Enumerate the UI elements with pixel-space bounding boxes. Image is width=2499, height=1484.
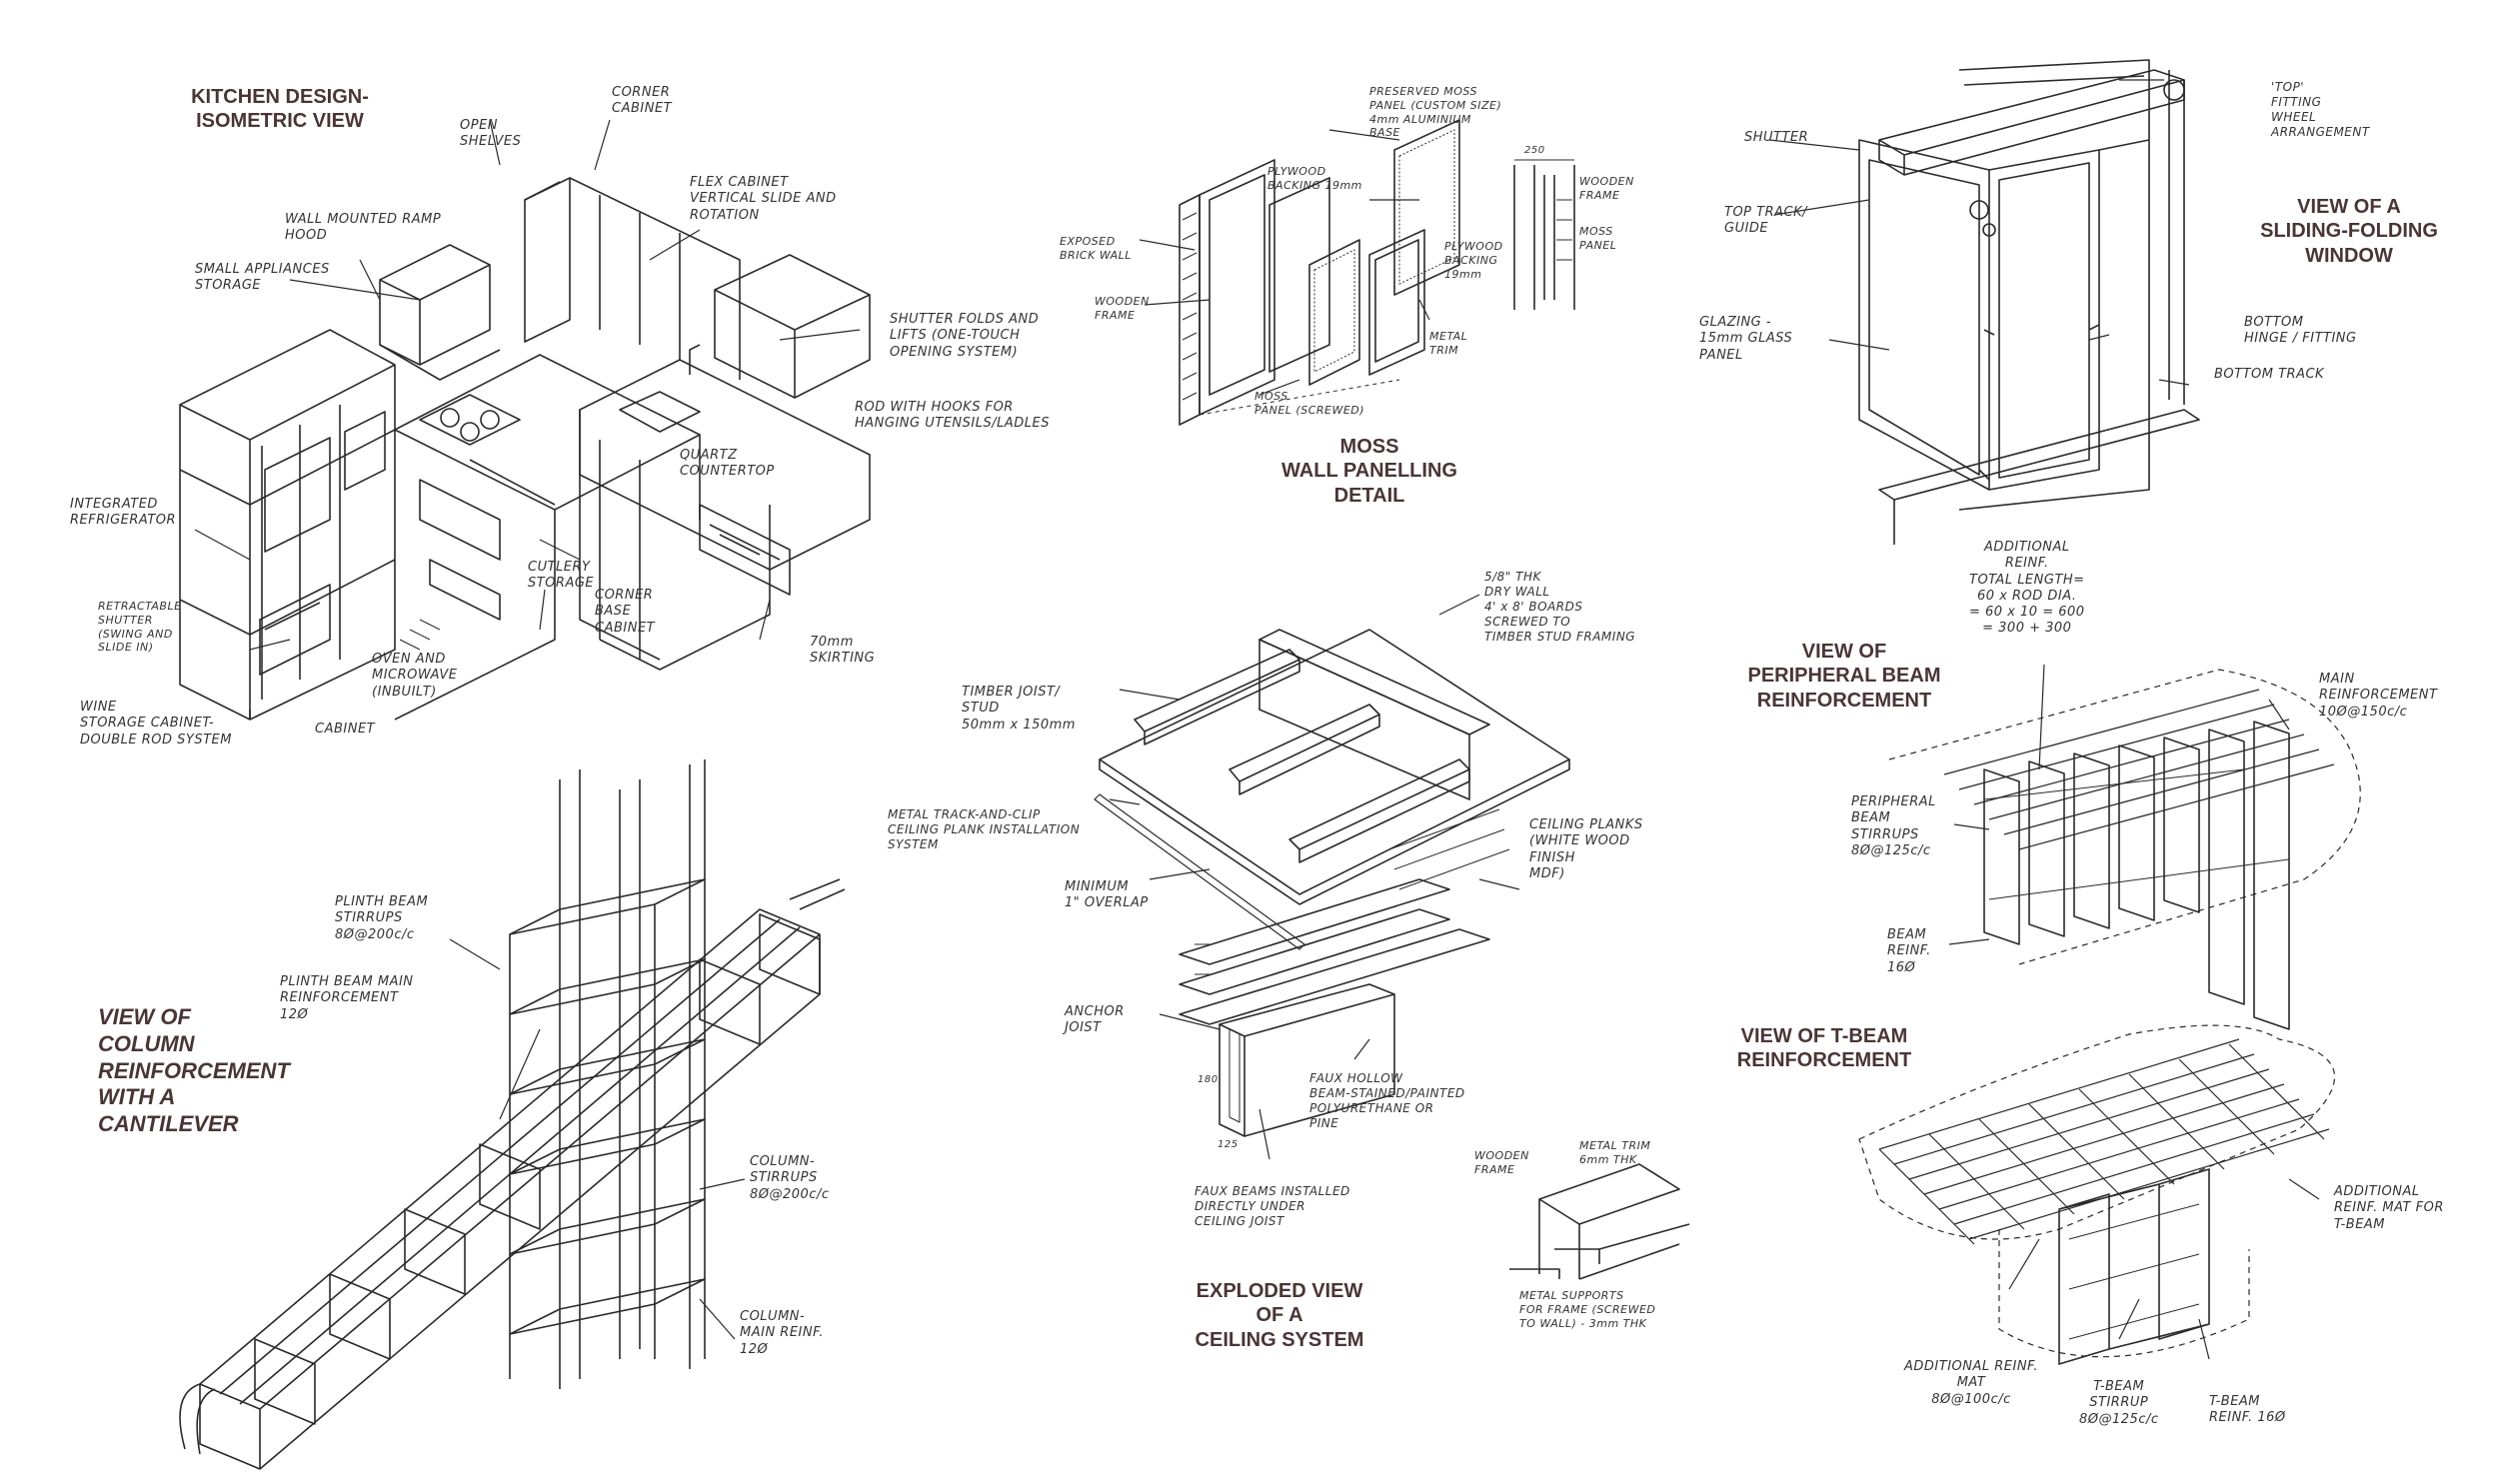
label-preserved-moss: PRESERVED MOSS PANEL (CUSTOM SIZE) 4mm A… <box>1369 85 1502 140</box>
moss-title-line3: DETAIL <box>1333 484 1405 507</box>
label-plinth-stirrups: PLINTH BEAM STIRRUPS 8Ø@200c/c <box>335 894 429 942</box>
label-additional-reinf: ADDITIONAL REINF. TOTAL LENGTH= 60 x ROD… <box>1969 540 2085 637</box>
column-title-line3: REINFORCEMENT <box>98 1057 290 1083</box>
label-oven: OVEN AND MICROWAVE (INBUILT) <box>372 652 458 700</box>
label-dimension-125: 125 <box>1218 1139 1239 1150</box>
label-plywood-backing: PLYWOOD BACKING 19mm <box>1267 165 1362 192</box>
label-open-shelves: OPEN SHELVES <box>460 118 522 150</box>
moss-title-line1: MOSS <box>1339 436 1399 458</box>
ceiling-title-line1: EXPLODED VIEW <box>1196 1280 1363 1302</box>
label-corner-base: CORNER BASE CABINET <box>595 588 656 636</box>
window-title-line2: SLIDING-FOLDING <box>2260 220 2438 243</box>
label-shutter: SHUTTER <box>1744 130 1809 145</box>
label-anchor-joist: ANCHOR JOIST <box>1065 1004 1125 1036</box>
kitchen-title-line2: ISOMETRIC VIEW <box>196 110 364 133</box>
label-moss-panel-right: MOSS PANEL <box>1579 225 1617 252</box>
label-tbeam-stirrup: T-BEAM STIRRUP 8Ø@125c/c <box>2079 1379 2159 1427</box>
label-cutlery: CUTLERY STORAGE <box>528 560 595 592</box>
label-moss-panel-screwed: MOSS PANEL (SCREWED) <box>1254 390 1365 417</box>
tbeam-title-line1: VIEW OF T-BEAM <box>1740 1025 1908 1047</box>
label-metal-supports: METAL SUPPORTS FOR FRAME (SCREWED TO WAL… <box>1519 1289 1656 1330</box>
label-metal-trim: METAL TRIM <box>1429 330 1468 357</box>
peripheral-title-line2: PERIPHERAL BEAM <box>1747 665 1941 688</box>
column-title-line2: COLUMN <box>98 1030 195 1056</box>
label-wine: WINE STORAGE CABINET- DOUBLE ROD SYSTEM <box>80 700 232 747</box>
label-metal-trim-detail: METAL TRIM 6mm THK <box>1579 1139 1651 1166</box>
peripheral-beam-drawing <box>1888 669 2361 1030</box>
label-top-track: TOP TRACK/ GUIDE <box>1724 205 1807 237</box>
label-wooden-frame-detail: WOODEN FRAME <box>1474 1149 1529 1176</box>
label-retractable: RETRACTABLE SHUTTER (SWING AND SLIDE IN) <box>98 600 182 655</box>
label-main-reinf: MAIN REINFORCEMENT 10Ø@150c/c <box>2319 672 2438 720</box>
label-additional-reinf-mat: ADDITIONAL REINF. MAT 8Ø@100c/c <box>1904 1359 2038 1407</box>
label-column-main: COLUMN- MAIN REINF. 12Ø <box>740 1309 825 1357</box>
ceiling-title-line2: OF A <box>1255 1304 1303 1327</box>
kitchen-title: KITCHEN DESIGN- ISOMETRIC VIEW <box>150 85 410 134</box>
label-minimum-overlap: MINIMUM 1" OVERLAP <box>1065 879 1149 911</box>
label-exposed-brick: EXPOSED BRICK WALL <box>1060 235 1132 262</box>
label-metal-track: METAL TRACK-AND-CLIP CEILING PLANK INSTA… <box>888 807 1081 851</box>
label-column-stirrups: COLUMN- STIRRUPS 8Ø@200c/c <box>750 1154 830 1202</box>
window-title-line1: VIEW OF A <box>2297 196 2401 218</box>
peripheral-title-line3: REINFORCEMENT <box>1756 689 1932 712</box>
label-dimension-250: 250 <box>1524 145 1545 156</box>
window-title-line3: WINDOW <box>2305 244 2393 267</box>
label-additional-mat: ADDITIONAL REINF. MAT FOR T-BEAM <box>2334 1184 2444 1232</box>
ceiling-title: EXPLODED VIEW OF A CEILING SYSTEM <box>1150 1279 1409 1352</box>
label-shutter-folds: SHUTTER FOLDS AND LIFTS (ONE-TOUCH OPENI… <box>890 312 1040 360</box>
label-wooden-frame: WOODEN FRAME <box>1095 295 1150 322</box>
label-wooden-frame-right: WOODEN FRAME <box>1579 175 1634 202</box>
column-title-line1: VIEW OF <box>98 1004 191 1029</box>
kitchen-title-line1: KITCHEN DESIGN- <box>191 86 369 108</box>
moss-title: MOSS WALL PANELLING DETAIL <box>1240 435 1499 508</box>
tbeam-title: VIEW OF T-BEAM REINFORCEMENT <box>1699 1024 1949 1073</box>
sliding-window-drawing <box>1858 59 2200 545</box>
label-flex-cabinet: FLEX CABINET VERTICAL SLIDE AND ROTATION <box>690 175 837 223</box>
label-ceiling-planks: CEILING PLANKS (WHITE WOOD FINISH MDF) <box>1529 817 1643 881</box>
label-tbeam-reinf: T-BEAM REINF. 16Ø <box>2209 1394 2286 1426</box>
label-bottom-track: BOTTOM TRACK <box>2214 367 2325 382</box>
tbeam-drawing <box>1858 1024 2336 1365</box>
ceiling-title-line3: CEILING SYSTEM <box>1195 1328 1364 1351</box>
peripheral-title: VIEW OF PERIPHERAL BEAM REINFORCEMENT <box>1719 640 1969 713</box>
ceiling-exploded-drawing <box>1094 629 1690 1280</box>
label-skirting: 70mm SKIRTING <box>810 635 876 667</box>
tbeam-title-line2: REINFORCEMENT <box>1736 1049 1912 1072</box>
label-rod-hooks: ROD WITH HOOKS FOR HANGING UTENSILS/LADL… <box>855 400 1050 432</box>
column-reinforcement-drawing <box>179 759 846 1470</box>
label-plywood-right: PLYWOOD BACKING 19mm <box>1444 240 1503 281</box>
label-integrated-fridge: INTEGRATED REFRIGERATOR <box>70 497 177 529</box>
peripheral-title-line1: VIEW OF <box>1801 641 1887 663</box>
label-small-appliances: SMALL APPLIANCES STORAGE <box>195 262 330 294</box>
label-bottom-hinge: BOTTOM HINGE / FITTING <box>2244 315 2357 347</box>
column-title-line4: WITH A <box>98 1084 176 1110</box>
kitchen-isometric-drawing <box>179 177 871 721</box>
window-title: VIEW OF A SLIDING-FOLDING WINDOW <box>2229 195 2469 268</box>
label-glazing: GLAZING - 15mm GLASS PANEL <box>1699 315 1793 363</box>
label-plinth-main: PLINTH BEAM MAIN REINFORCEMENT 12Ø <box>280 974 414 1022</box>
label-wall-hood: WALL MOUNTED RAMP HOOD <box>285 212 442 244</box>
label-peripheral-stirrups: PERIPHERAL BEAM STIRRUPS 8Ø@125c/c <box>1851 794 1936 858</box>
label-corner-cabinet: CORNER CABINET <box>612 85 673 117</box>
label-cabinet: CABINET <box>315 722 376 737</box>
label-top-fitting: 'TOP' FITTING WHEEL ARRANGEMENT <box>2271 80 2370 139</box>
label-beam-reinf: BEAM REINF. 16Ø <box>1887 927 1931 975</box>
moss-panel-drawing <box>1179 119 1575 426</box>
column-title-line5: CANTILEVER <box>98 1111 239 1137</box>
label-quartz: QUARTZ COUNTERTOP <box>680 448 775 480</box>
label-faux-hollow: FAUX HOLLOW BEAM-STAINED/PAINTED POLYURE… <box>1309 1071 1465 1130</box>
moss-title-line2: WALL PANELLING <box>1281 460 1457 483</box>
label-faux-beams: FAUX BEAMS INSTALLED DIRECTLY UNDER CEIL… <box>1195 1184 1350 1228</box>
label-timber-joist: TIMBER JOIST/ STUD 50mm x 150mm <box>962 685 1076 733</box>
label-dimension-180: 180 <box>1198 1074 1219 1085</box>
column-title: VIEW OF COLUMN REINFORCEMENT WITH A CANT… <box>98 1004 338 1138</box>
label-drywall: 5/8" THK DRY WALL 4' x 8' BOARDS SCREWED… <box>1484 570 1636 644</box>
